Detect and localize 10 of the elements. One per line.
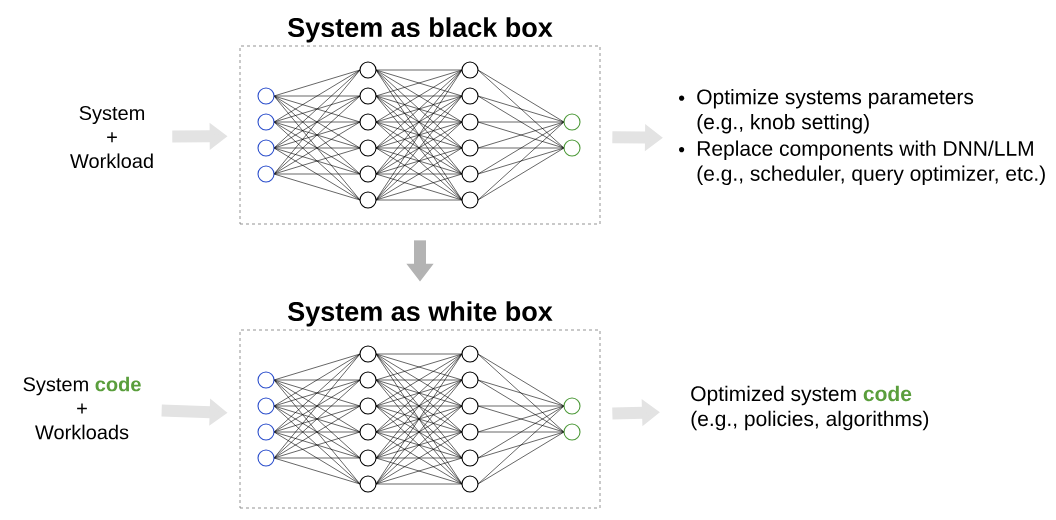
dashed-box: System as white box: [239, 301, 601, 509]
output-text: Optimized system code (e.g., policies, algorithms): [691, 385, 929, 431]
node-label: Optimize systems parameters (e.g., knob setting): [697, 88, 974, 134]
node-label: System as black box: [287, 17, 553, 43]
input-text: System code + Workloads: [23, 376, 141, 440]
node-label: System as white box: [287, 301, 553, 327]
dashed-box: System as black box: [239, 17, 601, 225]
node-label: Replace components with DNN/LLM (e.g., scheduler, query optimizer, etc.): [697, 140, 1045, 186]
input-text: System + Workload: [70, 105, 153, 169]
bullet-list: Optimize systems parameters (e.g., knob setting) Replace components with DNN/LLM (e.g., scheduler, query optimizer, etc.): [679, 88, 1045, 186]
